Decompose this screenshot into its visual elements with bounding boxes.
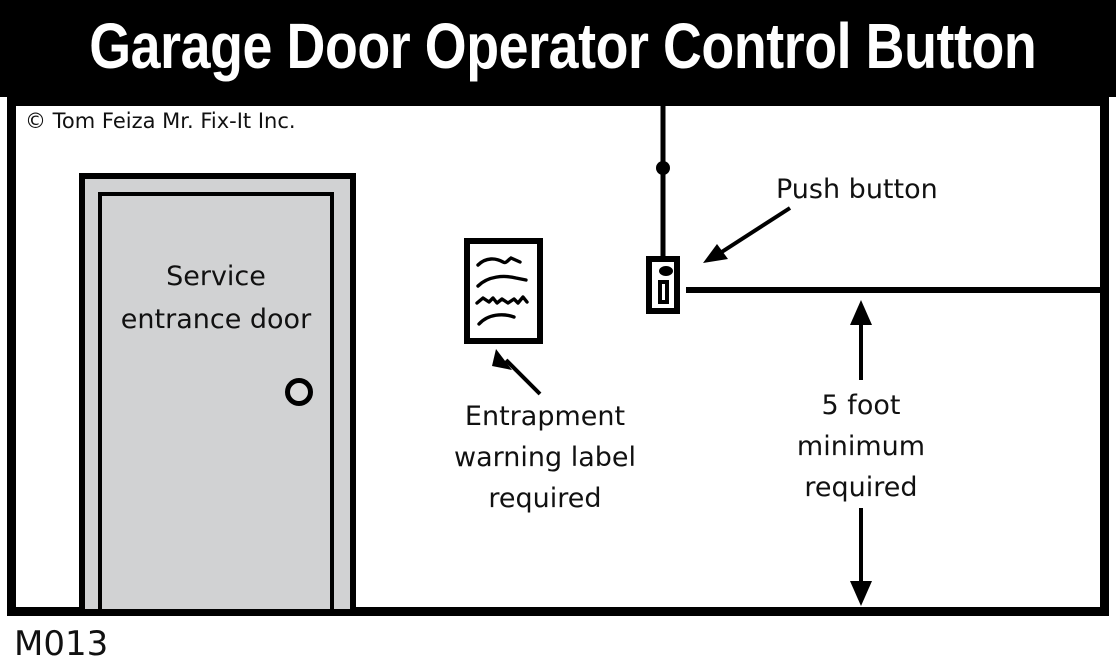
door-knob-icon [285, 378, 313, 406]
page-title: Garage Door Operator Control Button [89, 10, 1037, 82]
placard-text-squiggles [475, 256, 529, 326]
copyright-credit: © Tom Feiza Mr. Fix-It Inc. [25, 109, 296, 133]
dimension-caption: 5 foot minimum required [766, 385, 956, 508]
push-button-switch-icon[interactable] [658, 280, 669, 304]
entrapment-warning-placard [464, 238, 543, 344]
plate-code: M013 [14, 624, 109, 664]
dimension-caption-line-2: minimum [796, 431, 926, 462]
entrapment-caption-line-2: warning label [454, 442, 636, 473]
entrapment-caption-line-3: required [488, 483, 602, 514]
push-button-screw-icon [659, 266, 673, 276]
entrapment-warning-caption: Entrapment warning label required [440, 396, 650, 519]
push-button-caption: Push button [776, 174, 938, 205]
push-button-plate[interactable] [646, 256, 680, 314]
dimension-caption-line-3: required [804, 472, 918, 503]
title-bar: Garage Door Operator Control Button [0, 0, 1116, 97]
service-door-label: Service entrance door [120, 261, 312, 335]
dimension-caption-line-1: 5 foot [821, 390, 901, 421]
entrapment-caption-line-1: Entrapment [464, 401, 626, 432]
